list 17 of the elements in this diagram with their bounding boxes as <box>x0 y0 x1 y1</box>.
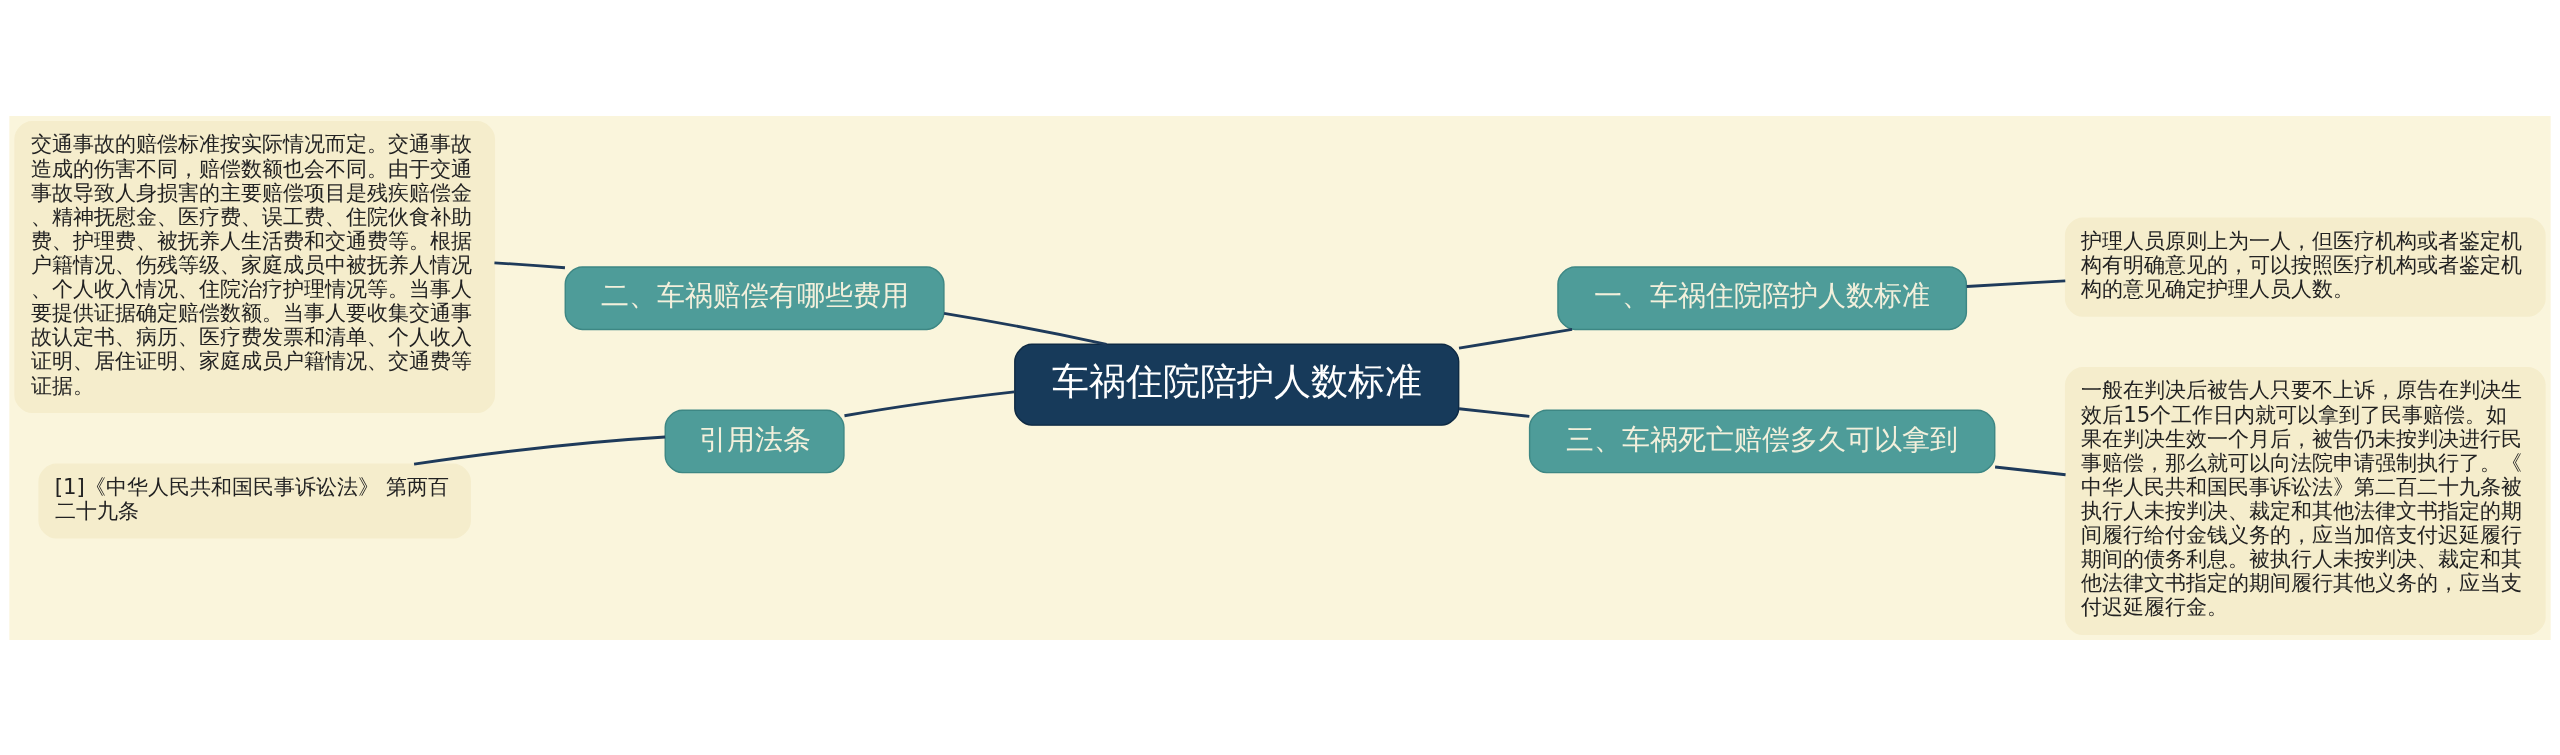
node-box: 二、车祸赔偿有哪些费用 <box>564 265 945 330</box>
node-box: 车祸住院陪护人数标准 <box>1014 343 1460 426</box>
connector <box>844 389 1015 417</box>
connector <box>1458 406 1530 418</box>
node-box: 护理人员原则上为一人，但医疗机构或者鉴定机构有明确意见的，可以按照医疗机构或者鉴定机构的意见确定护理人员人数。 <box>2064 216 2546 317</box>
connector <box>943 311 1107 346</box>
connector <box>413 435 666 466</box>
connector <box>1994 465 2066 476</box>
node-box: 引用法条 <box>664 409 845 473</box>
node-box: [1]《中华人民共和国民事诉讼法》 第两百二十九条 <box>38 462 471 539</box>
connector <box>1458 327 1573 350</box>
connector <box>1966 278 2066 288</box>
node-box: 一、车祸住院陪护人数标准 <box>1557 265 1968 330</box>
node-box: 一般在判决后被告人只要不上诉，原告在判决生效后15个工作日内就可以拿到了民事赔偿。如果在判决生效一个月后，被告仍未按判决进行民事赔偿，那么就可以向法院申请强制执行了。《中华人民共和国民事诉讼法》第二百二十九条被执行人未按判决、裁定和其他法律文书指定的期间履行给付金钱义务的，应当加倍支付迟延履行期间的债务利息。被执行人未按判决、裁定和其他法律文书指定的期间履行其他义务的，应当支付迟延履行金。 <box>2064 366 2546 635</box>
node-box: 三、车祸死亡赔偿多久可以拿到 <box>1528 409 1996 473</box>
connector <box>494 260 566 269</box>
node-box: 交通事故的赔偿标准按实际情况而定。交通事故造成的伤害不同，赔偿数额也会不同。由于交通事故导致人身损害的主要赔偿项目是残疾赔偿金、精神抚慰金、医疗费、误工费、住院伙食补助费、护理费、被抚养人生活费和交通费等。根据户籍情况、伤残等级、家庭成员中被抚养人情况、个人收入情况、住院治疗护理情况等。当事人要提供证据确定赔偿数额。当事人要收集交通事故认定书、病历、医疗费发票和清单、个人收入证明、居住证明、家庭成员户籍情况、交通费等证据。 <box>14 120 496 413</box>
